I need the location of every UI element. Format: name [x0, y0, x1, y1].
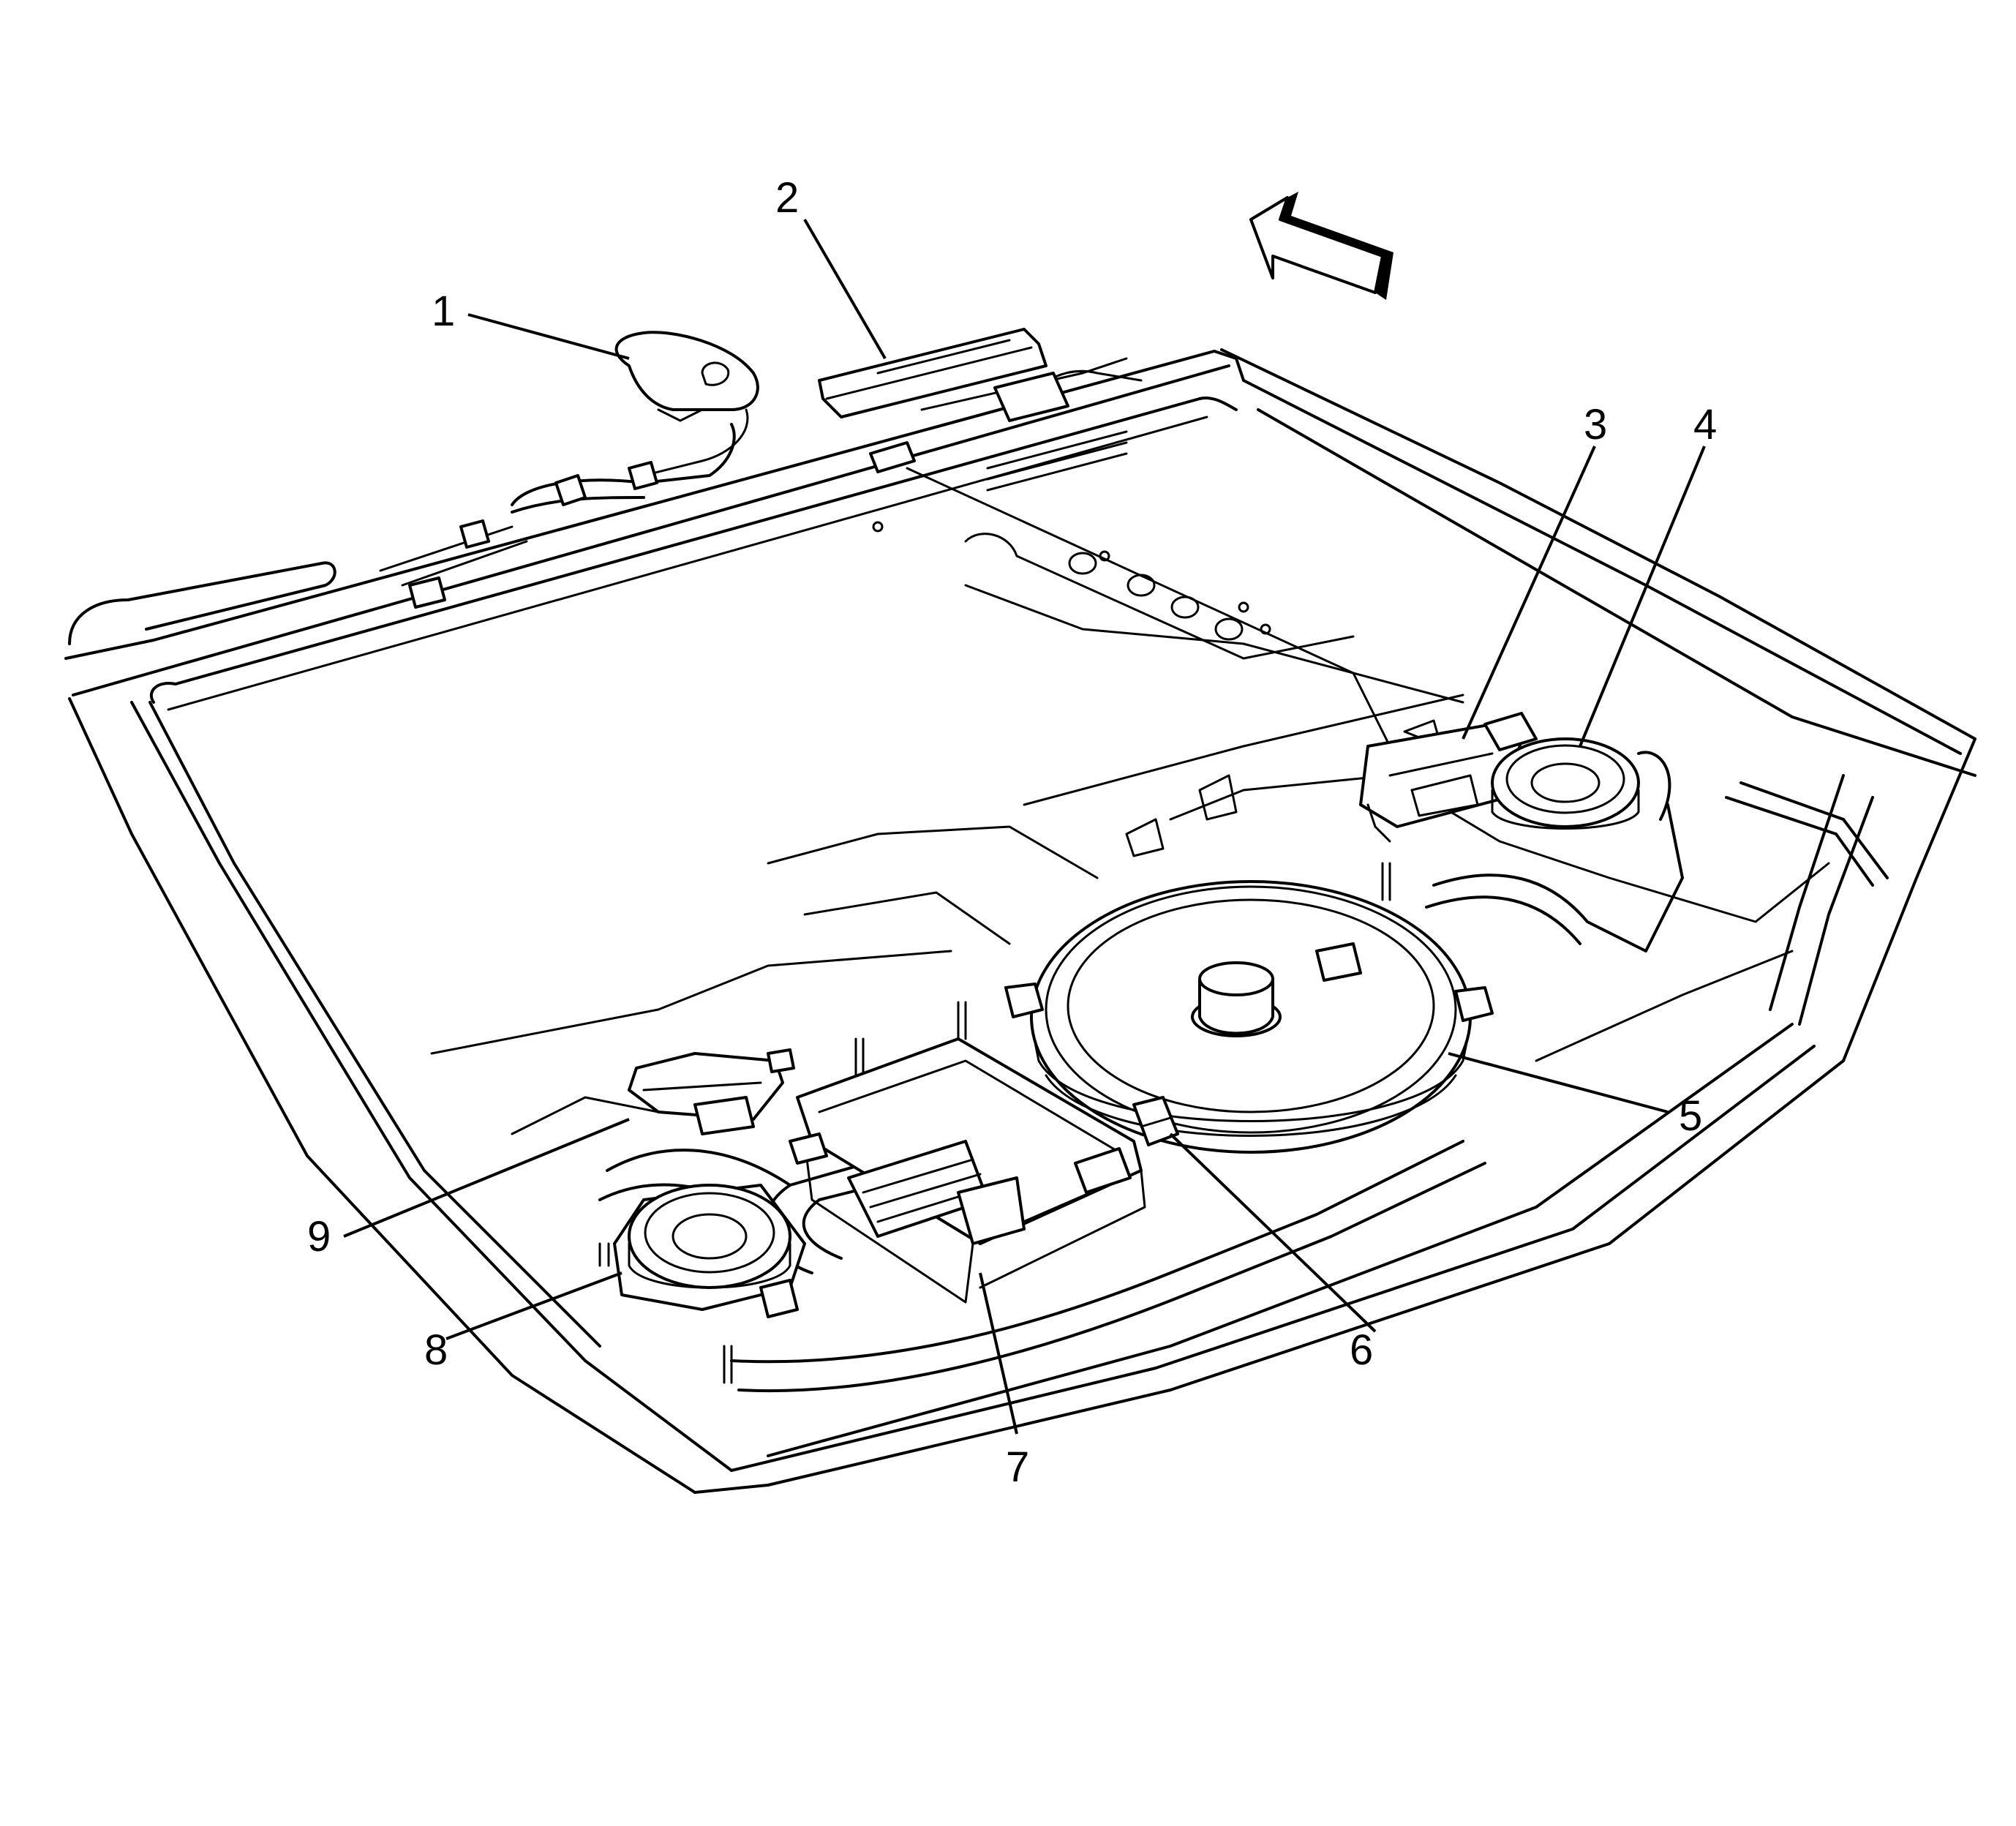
callout-7: 7 [1006, 1443, 1029, 1491]
antenna-module [408, 331, 759, 609]
speaker-left-rear [613, 1184, 806, 1318]
antenna-amplifier [818, 328, 1128, 492]
callout-2: 2 [775, 174, 799, 222]
callout-5: 5 [1679, 1092, 1702, 1140]
callout-8: 8 [424, 1326, 448, 1374]
wiring-harness [379, 357, 1889, 1393]
amplifier-module [789, 1037, 1146, 1304]
control-module-right [1359, 712, 1538, 843]
callout-labels: 1 2 3 4 5 6 7 8 9 [307, 174, 1717, 1491]
subwoofer-connector [1132, 1096, 1179, 1146]
forward-arrow-icon [1249, 192, 1393, 300]
callout-4: 4 [1693, 401, 1717, 448]
trunk-floor-details [430, 467, 1830, 1384]
module-left [628, 1048, 795, 1135]
speaker-right-rear [1491, 737, 1640, 830]
callout-9: 9 [307, 1213, 331, 1260]
callout-1: 1 [432, 288, 455, 335]
callout-6: 6 [1350, 1326, 1373, 1374]
callout-leaders [343, 218, 1706, 1435]
subwoofer-speaker [1004, 880, 1494, 1154]
callout-3: 3 [1584, 401, 1607, 448]
